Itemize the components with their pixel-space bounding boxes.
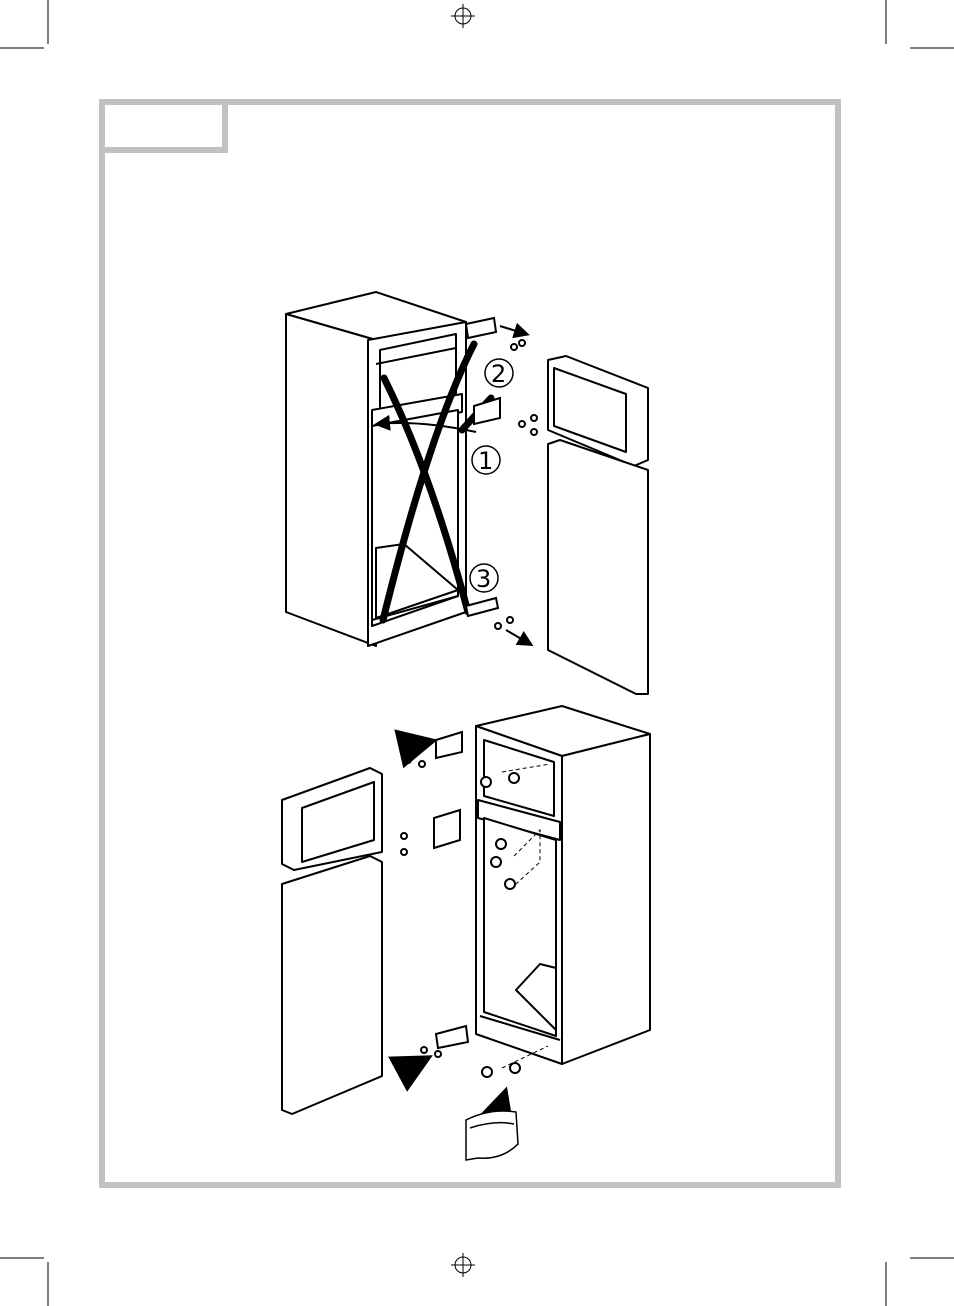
screw-icon: [510, 1063, 520, 1073]
cabinet-side: [562, 734, 650, 1064]
arrow-icon: [398, 1060, 424, 1074]
screw-icon: [491, 857, 501, 867]
fridge-door: [282, 856, 382, 1114]
screw-icon: [509, 773, 519, 783]
screw-icon: [482, 1067, 492, 1077]
screw-icon: [505, 879, 515, 889]
hinge-icon: [434, 810, 460, 848]
arrow-icon: [402, 742, 428, 748]
bag-icon: [466, 1111, 518, 1160]
screw-icon: [481, 777, 491, 787]
screw-icon: [496, 839, 506, 849]
hinge-icon: [436, 1026, 468, 1048]
hinge-icon: [436, 732, 462, 758]
